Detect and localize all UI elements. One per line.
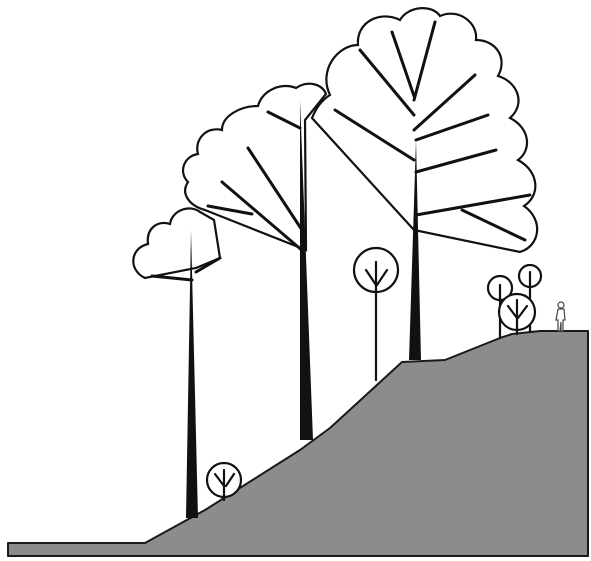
- terrain-slope: [8, 331, 588, 556]
- shrub-trees-hilltop: [488, 265, 541, 338]
- young-tree-plateau: [354, 248, 398, 380]
- person-silhouette: [556, 302, 565, 331]
- tall-tree-left: [133, 208, 220, 518]
